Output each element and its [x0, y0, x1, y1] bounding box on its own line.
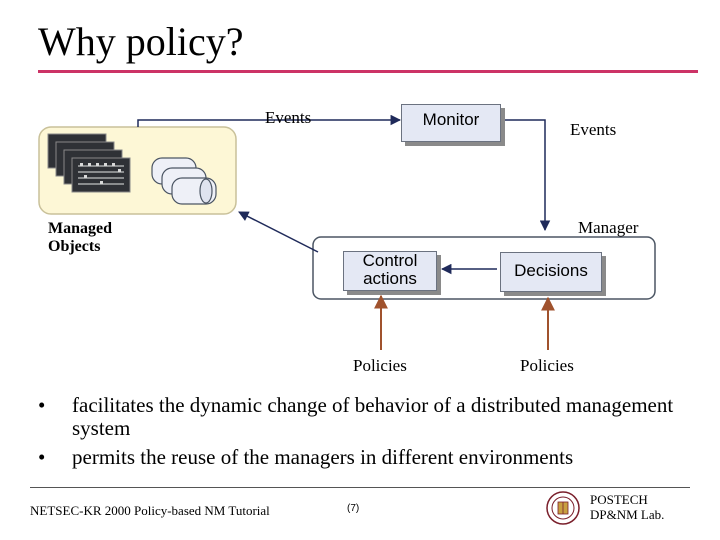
- bullet-dot-icon: •: [38, 393, 46, 417]
- bullet-list: • facilitates the dynamic change of beha…: [30, 394, 690, 475]
- bullet-text: facilitates the dynamic change of behavi…: [72, 393, 674, 440]
- org-line-2: DP&NM Lab.: [590, 507, 665, 522]
- control-actions-label: Control actions: [362, 251, 418, 288]
- control-actions-box: Control actions: [343, 251, 437, 291]
- managed-objects-line: Managed Objects: [48, 220, 112, 255]
- bullet-item: • facilitates the dynamic change of beha…: [30, 394, 690, 440]
- title-underline: [38, 70, 698, 73]
- org-line-1: POSTECH: [590, 492, 648, 507]
- decisions-box: Decisions: [500, 252, 602, 292]
- policies-label-left: Policies: [353, 356, 407, 375]
- monitor-to-manager-arrow: [504, 119, 551, 232]
- network-devices-icon: [47, 133, 131, 193]
- events-to-monitor-arrow: [137, 114, 402, 127]
- slide-title: Why policy?: [38, 19, 244, 64]
- monitor-label: Monitor: [422, 110, 480, 129]
- bullet-dot-icon: •: [38, 445, 46, 469]
- bullet-text: permits the reuse of the managers in dif…: [72, 445, 574, 469]
- decisions-label: Decisions: [514, 261, 588, 280]
- footer-organization: POSTECH DP&NM Lab.: [590, 492, 664, 522]
- control-to-managed-arrow: [238, 211, 319, 253]
- storage-cylinders-icon: [151, 157, 217, 205]
- events-label-right: Events: [570, 120, 617, 139]
- footer-course-title: NETSEC-KR 2000 Policy-based NM Tutorial: [30, 503, 270, 518]
- bullet-item: • permits the reuse of the managers in d…: [30, 446, 690, 469]
- events-label-left: Events: [265, 108, 312, 127]
- managed-objects-label: Managed Objects: [48, 220, 112, 256]
- footer-divider: [30, 487, 690, 488]
- manager-label: Manager: [578, 218, 639, 237]
- monitor-box: Monitor: [401, 104, 501, 142]
- policies-label-right: Policies: [520, 356, 574, 375]
- page-number: (7): [347, 503, 360, 514]
- postech-seal-icon: [546, 491, 580, 525]
